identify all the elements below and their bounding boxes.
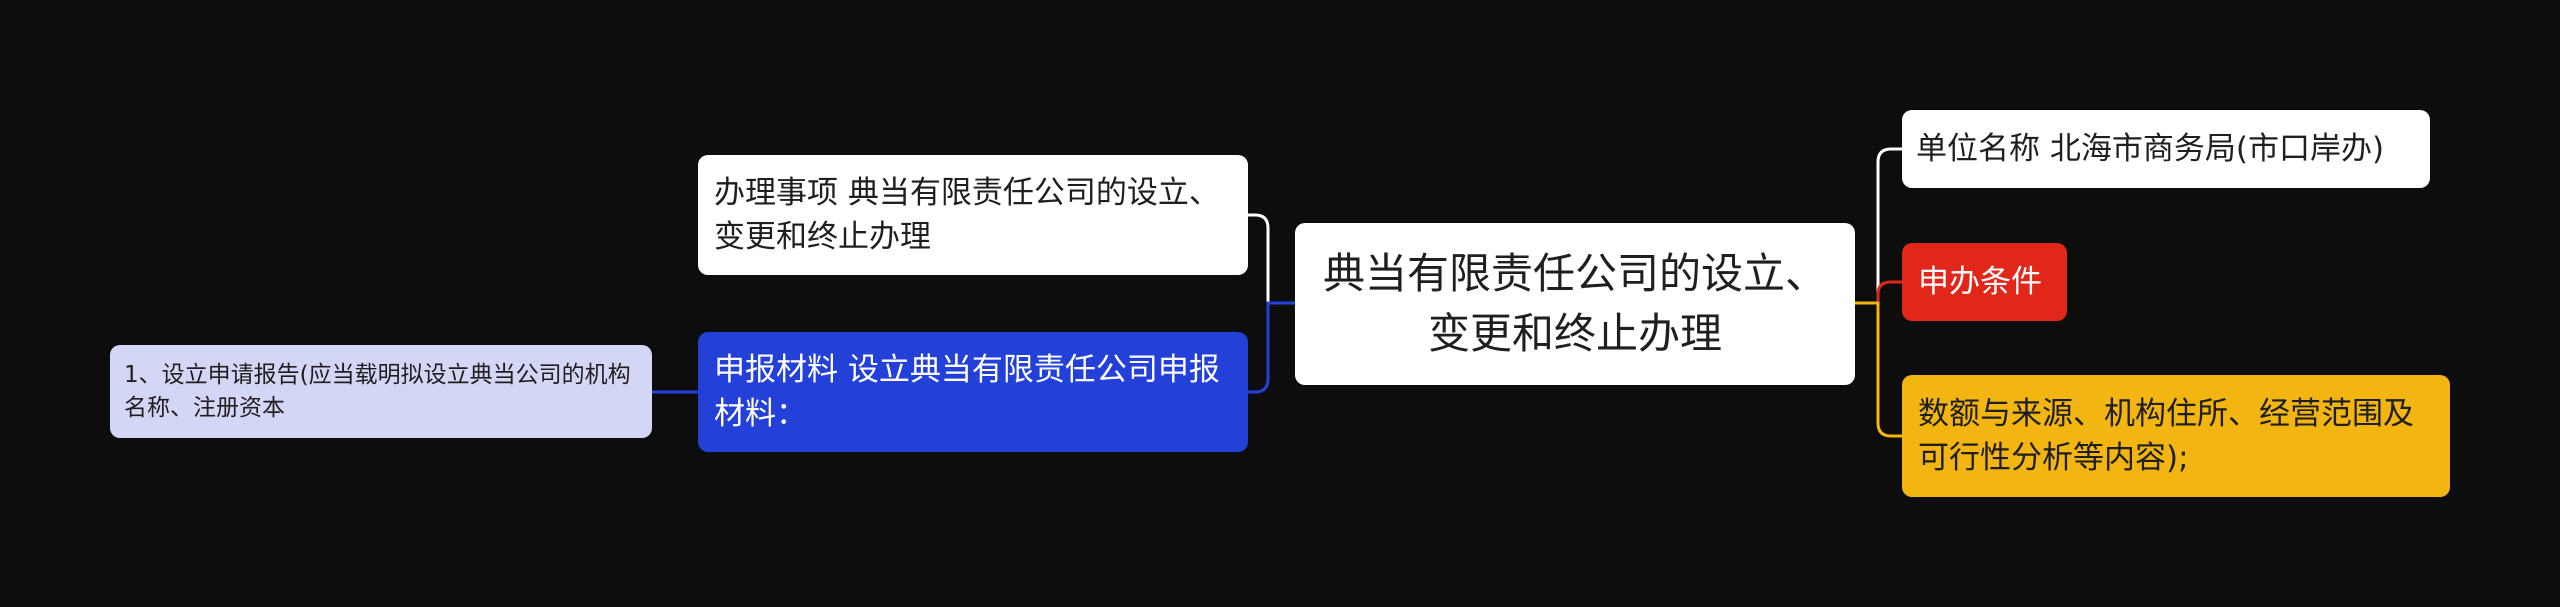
node-unit-name[interactable]: 单位名称 北海市商务局(市口岸办) [1902, 110, 2430, 188]
connector-root-to-unit-name [1855, 147, 1902, 305]
node-business-scope-text: 数额与来源、机构住所、经营范围及可行性分析等内容); [1918, 395, 2414, 476]
connector-root-to-item-matter [1248, 213, 1295, 305]
node-application-materials[interactable]: 申报材料 设立典当有限责任公司申报材料： [698, 332, 1248, 452]
node-application-report[interactable]: 1、设立申请报告(应当载明拟设立典当公司的机构名称、注册资本 [110, 345, 652, 438]
node-application-conditions-text: 申办条件 [1918, 263, 2042, 300]
connector-root-to-scope [1855, 301, 1902, 438]
node-handling-matter-text: 办理事项 典当有限责任公司的设立、变更和终止办理 [714, 174, 1220, 255]
node-application-conditions[interactable]: 申办条件 [1902, 243, 2067, 321]
node-application-materials-text: 申报材料 设立典当有限责任公司申报材料： [714, 351, 1220, 432]
connector-root-to-materials [1248, 301, 1295, 394]
root-node-text: 典当有限责任公司的设立、变更和终止办理 [1322, 249, 1827, 358]
node-handling-matter[interactable]: 办理事项 典当有限责任公司的设立、变更和终止办理 [698, 155, 1248, 275]
node-business-scope[interactable]: 数额与来源、机构住所、经营范围及可行性分析等内容); [1902, 375, 2450, 497]
root-node[interactable]: 典当有限责任公司的设立、变更和终止办理 [1295, 223, 1855, 385]
node-unit-name-text: 单位名称 北海市商务局(市口岸办) [1916, 130, 2385, 167]
node-application-report-text: 1、设立申请报告(应当载明拟设立典当公司的机构名称、注册资本 [124, 361, 631, 421]
